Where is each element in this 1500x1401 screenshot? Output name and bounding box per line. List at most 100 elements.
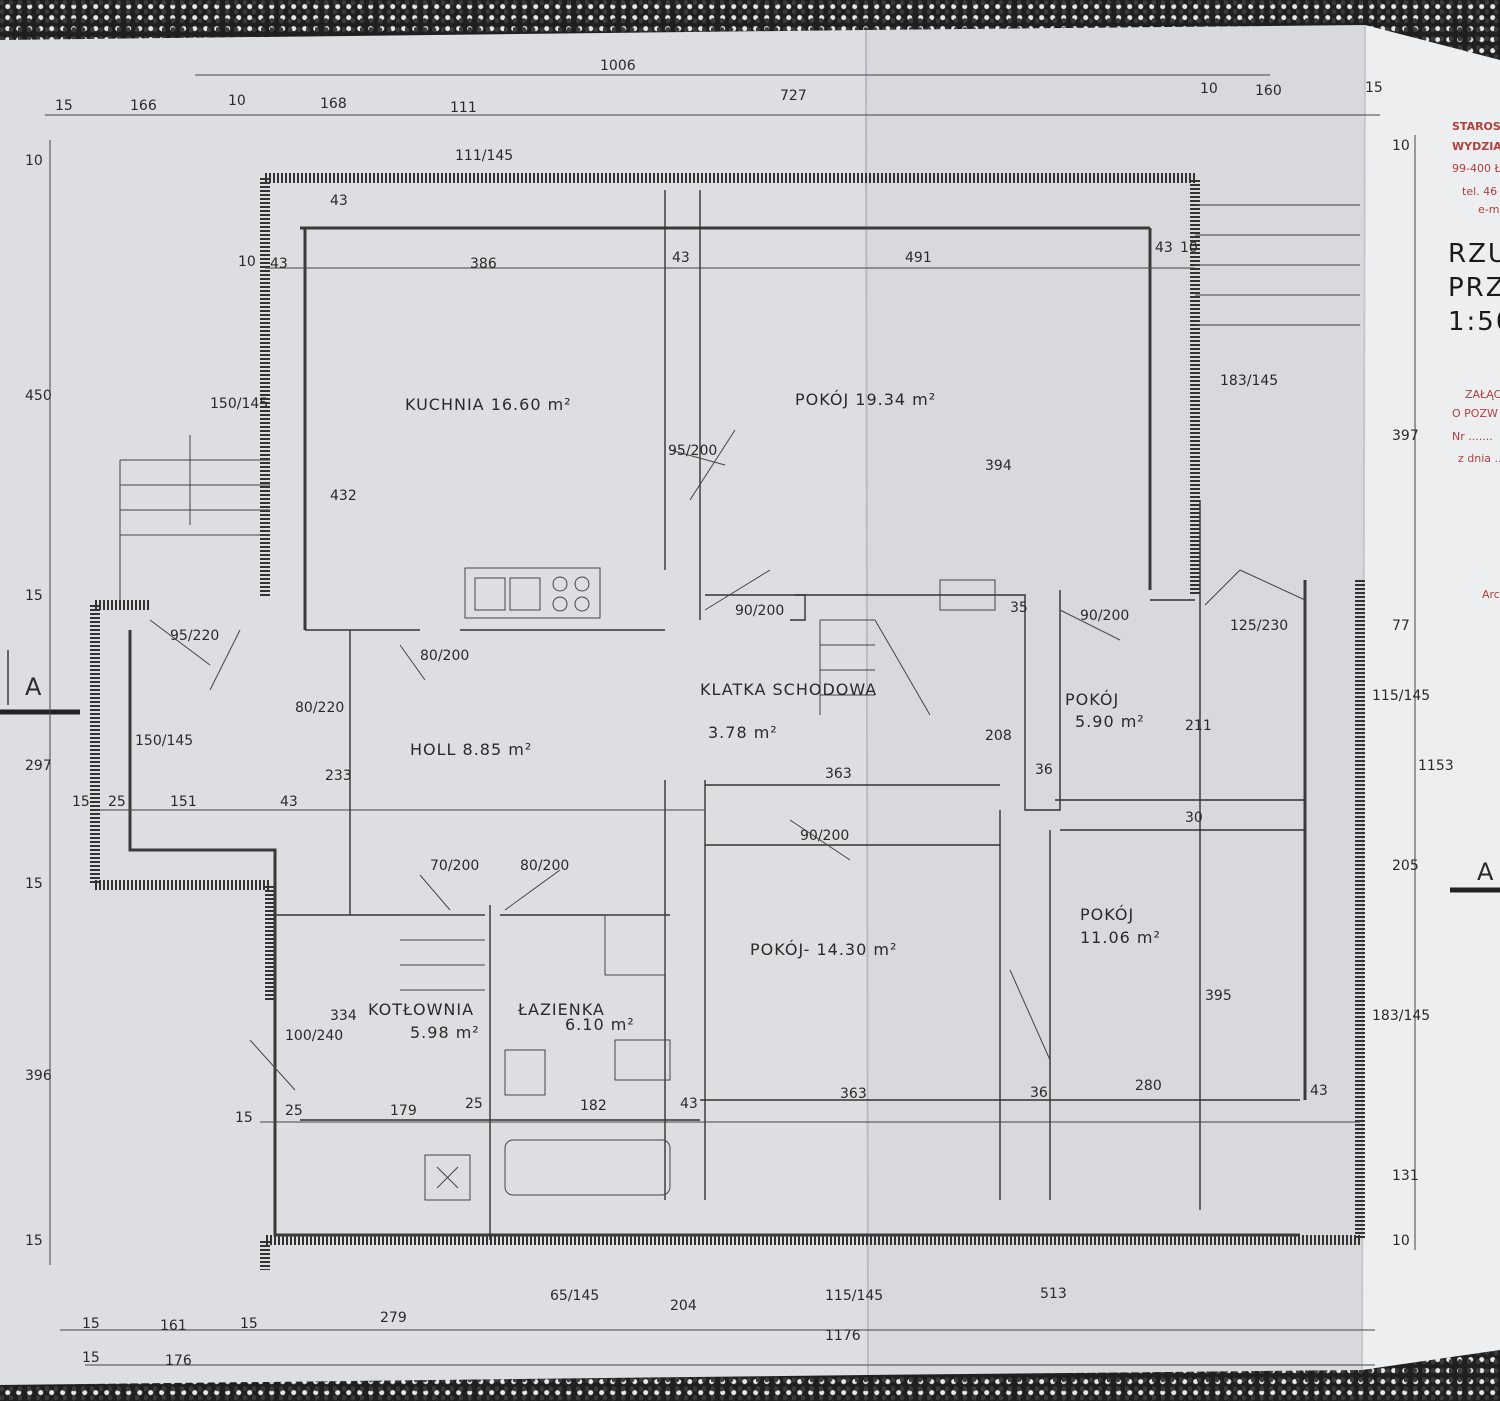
dim-top-0: 15 (55, 98, 73, 114)
room-kotlownia-area: 5.98 m² (410, 1023, 480, 1042)
dim-opening-2: 80/220 (295, 700, 344, 716)
dim-mid-5: 36 (1035, 762, 1053, 778)
dim-int-top-1: 43 (270, 256, 288, 272)
dim-low-7: 36 (1030, 1085, 1048, 1101)
dim-opening-11: 80/200 (520, 858, 569, 874)
paper-sheet-middle (865, 25, 1365, 1375)
dim-height-5: 211 (1185, 718, 1212, 734)
room-lazienka: ŁAZIENKA (517, 1000, 605, 1019)
dim-mid-1: 25 (108, 794, 126, 810)
dim-left-6: 15 (25, 1233, 43, 1249)
section-label-right: A (1477, 858, 1494, 886)
stair-symbols (119, 204, 1360, 991)
dim-right-1: 397 (1392, 428, 1419, 444)
dim-opening-18: 111/145 (455, 148, 513, 164)
dim-low-9: 43 (1310, 1083, 1328, 1099)
dim-height-0: 432 (330, 488, 357, 504)
attach-line-2: Nr ....... (1452, 430, 1493, 443)
stamp-line-0: STAROST (1452, 120, 1500, 133)
stamp-line-2: 99-400 Ł (1452, 162, 1500, 175)
dim-bottom-left-0: 15 (82, 1350, 100, 1366)
title-line-1: PRZ (1448, 273, 1500, 303)
dim-left-4: 15 (25, 876, 43, 892)
section-label-left: A (25, 673, 42, 701)
attach-line-1: O POZW (1452, 407, 1498, 420)
room-klatka: KLATKA SCHODOWA (700, 680, 877, 699)
dim-low-5: 43 (680, 1096, 698, 1112)
dim-int-top-2: 386 (470, 256, 497, 272)
dim-opening-8: 125/230 (1230, 618, 1288, 634)
dim-top-4: 111 (450, 100, 477, 116)
dim-bottom-4: 204 (670, 1298, 697, 1314)
dim-low-6: 363 (840, 1086, 867, 1102)
dim-opening-13: 100/240 (285, 1028, 343, 1044)
dim-bottom-0: 15 (82, 1316, 100, 1332)
dimension-labels: 1006 15 166 10 168 111 727 10 160 15 10 … (25, 58, 1454, 1369)
room-pokoj-4-area: 11.06 m² (1080, 928, 1161, 947)
dim-mid-0: 15 (72, 794, 90, 810)
dim-opening-16: 183/145 (1372, 1008, 1430, 1024)
stamp-line-4: e-m (1478, 203, 1499, 216)
dim-int-top-5: 43 (1155, 240, 1173, 256)
dimension-lines (45, 74, 1416, 1366)
dim-right-4: 205 (1392, 858, 1419, 874)
dim-top-total: 1006 (600, 58, 636, 74)
room-klatka-area: 3.78 m² (708, 723, 778, 742)
door-swings (149, 429, 1306, 1091)
dim-bottom-1: 161 (160, 1318, 187, 1334)
title-block: STAROST WYDZIAŁ 99-400 Ł tel. 46 e-m RZU… (1448, 120, 1500, 601)
dim-opening-4: 80/200 (420, 648, 469, 664)
dim-right-0: 10 (1392, 138, 1410, 154)
dim-right-6: 10 (1392, 1233, 1410, 1249)
section-marker-left: A (0, 650, 80, 715)
paper-sheet-right (1362, 25, 1500, 1370)
dim-low-2: 179 (390, 1103, 417, 1119)
room-pokoj-1: POKÓJ 19.34 m² (795, 390, 936, 409)
dim-low-8: 280 (1135, 1078, 1162, 1094)
dim-opening-9: 183/145 (1220, 373, 1278, 389)
room-pokoj-3: POKÓJ- 14.30 m² (750, 940, 897, 959)
dim-height-9: 43 (330, 193, 348, 209)
dim-height-8: 30 (1185, 810, 1203, 826)
dim-int-top-0: 10 (238, 254, 256, 270)
section-marker-right: A (1450, 858, 1500, 893)
dim-bottom-total: 1176 (825, 1328, 861, 1344)
title-line-2: 1:50 (1448, 307, 1500, 337)
dim-opening-6: 90/200 (735, 603, 784, 619)
room-lazienka-area: 6.10 m² (565, 1015, 635, 1034)
dim-opening-1: 95/220 (170, 628, 219, 644)
dim-left-5: 396 (25, 1068, 52, 1084)
attach-line-3: z dnia ... (1458, 452, 1500, 465)
dim-top-6: 10 (1200, 81, 1218, 97)
dim-right-2: 77 (1392, 618, 1410, 634)
dim-low-4: 182 (580, 1098, 607, 1114)
room-kotlownia: KOTŁOWNIA (368, 1000, 474, 1019)
dim-opening-3: 150/145 (135, 733, 193, 749)
dim-top-3: 168 (320, 96, 347, 112)
dim-opening-15: 115/145 (825, 1288, 883, 1304)
dim-height-4: 208 (985, 728, 1012, 744)
dim-bottom-5: 513 (1040, 1286, 1067, 1302)
dim-opening-12: 90/200 (800, 828, 849, 844)
dim-opening-0: 150/145 (210, 396, 268, 412)
dim-opening-5: 95/200 (668, 443, 717, 459)
dim-opening-17: 115/145 (1372, 688, 1430, 704)
dim-mid-2: 151 (170, 794, 197, 810)
room-pokoj-2-area: 5.90 m² (1075, 712, 1145, 731)
room-kuchnia: KUCHNIA 16.60 m² (405, 395, 572, 414)
dim-low-0: 15 (235, 1110, 253, 1126)
dim-int-top-6: 10 (1180, 240, 1198, 256)
dim-int-top-4: 491 (905, 250, 932, 266)
room-labels: KUCHNIA 16.60 m² POKÓJ 19.34 m² KLATKA S… (368, 390, 1161, 1042)
room-holl: HOLL 8.85 m² (410, 740, 532, 759)
dim-opening-10: 70/200 (430, 858, 479, 874)
dim-low-1: 25 (285, 1103, 303, 1119)
dim-opening-7: 90/200 (1080, 608, 1129, 624)
dim-height-6: 395 (1205, 988, 1232, 1004)
dim-top-1: 166 (130, 98, 157, 114)
dim-left-3: 297 (25, 758, 52, 774)
dim-left-2: 15 (25, 588, 43, 604)
attach-line-0: ZAŁĄC (1465, 388, 1500, 401)
dim-right-3: 1153 (1418, 758, 1454, 774)
